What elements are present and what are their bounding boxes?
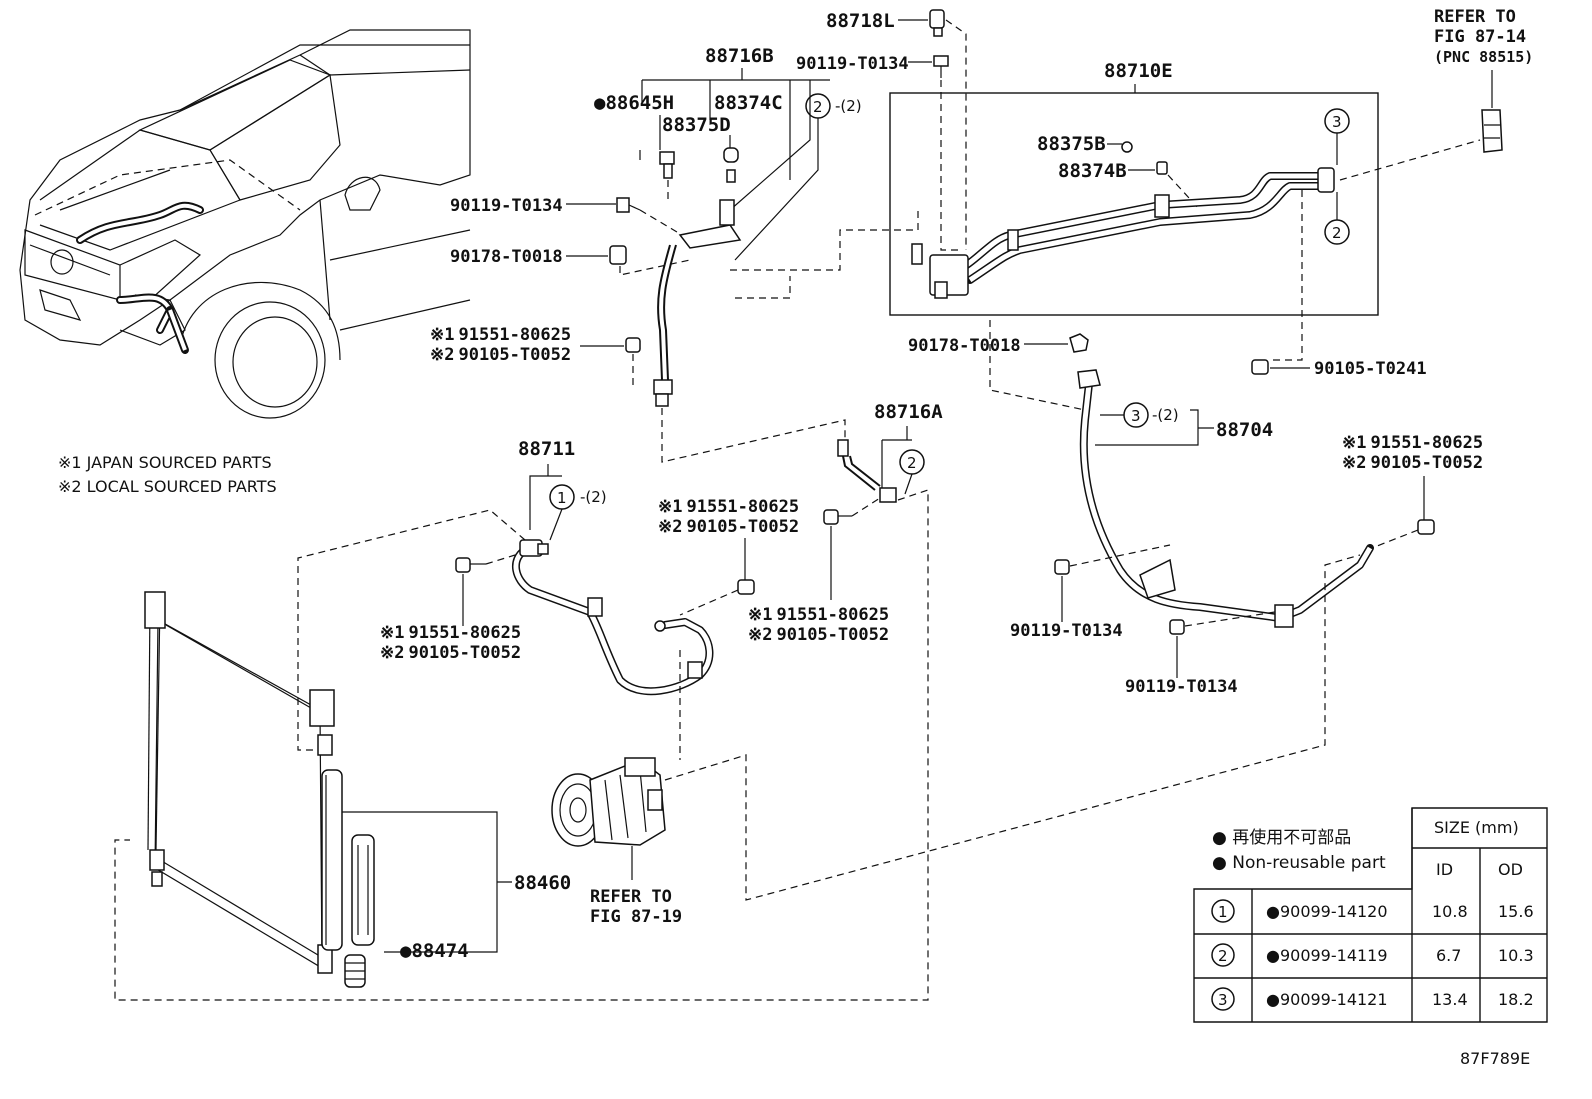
nut-90178-left — [609, 245, 627, 265]
label-88375B: 88375B — [1037, 133, 1106, 155]
label-88718L: 88718L — [826, 10, 895, 32]
assembly-box-88710E — [889, 92, 1379, 316]
label-88716B: 88716B — [705, 45, 774, 67]
qty-2-top: -(2) — [835, 97, 862, 115]
condenser-88460 — [144, 591, 343, 974]
table-od-2: 10.3 — [1498, 946, 1534, 965]
refer-top-2: FIG 87-14 — [1434, 27, 1526, 47]
suction-hose-88704 — [1077, 369, 1374, 628]
qty-1: -(2) — [580, 488, 607, 506]
table-header-size: SIZE (mm) — [1434, 818, 1519, 837]
legend-jp: ● 再使用不可部品 — [1212, 827, 1351, 848]
table-id-1: 10.8 — [1432, 902, 1468, 921]
bolt-sub-d — [1417, 519, 1435, 535]
label-90178-mid: 90178-T0018 — [908, 336, 1021, 356]
legend-en: ● Non-reusable part — [1212, 853, 1386, 873]
table-ref-2: 2 — [1218, 947, 1228, 965]
callout-2-box: 2 — [1332, 224, 1342, 242]
note-local: ※2 LOCAL SOURCED PARTS — [58, 477, 277, 496]
note-japan: ※1 JAPAN SOURCED PARTS — [58, 453, 272, 472]
bolt-sub-e — [455, 557, 486, 573]
hose-88711 — [512, 539, 714, 696]
label-90178-left: 90178-T0018 — [450, 247, 563, 267]
label-88716A: 88716A — [874, 401, 943, 423]
fitting-refer-87-14 — [1481, 109, 1503, 153]
label-90119-b2: 90119-T0134 — [1125, 677, 1238, 697]
label-88375D: 88375D — [662, 114, 731, 136]
table-ref-1: 1 — [1218, 903, 1228, 921]
table-col-id: ID — [1436, 860, 1453, 879]
callout-2-top: 2 — [813, 98, 823, 116]
bolt-sub-b — [737, 579, 755, 595]
bolt-90105-T0241 — [1251, 359, 1269, 375]
label-88374B: 88374B — [1058, 160, 1127, 182]
compressor-refer-87-19 — [551, 757, 666, 847]
callout-2-a: 2 — [907, 454, 917, 472]
label-90119-left: 90119-T0134 — [450, 196, 563, 216]
hose-88716A — [837, 439, 897, 503]
cap-88374C — [723, 147, 739, 183]
refer-top-1: REFER TO — [1434, 7, 1516, 27]
label-88710E: 88710E — [1104, 60, 1173, 82]
figure-code: 87F789E — [1460, 1049, 1530, 1068]
table-id-3: 13.4 — [1432, 990, 1468, 1009]
pressure-switch-88645H — [659, 151, 675, 200]
bolt-sub-c — [823, 509, 852, 525]
table-part-3: ●90099-14121 — [1266, 990, 1388, 1009]
label-90119-b1: 90119-T0134 — [1010, 621, 1123, 641]
label-88374C: 88374C — [714, 92, 783, 114]
table-part-2: ●90099-14119 — [1266, 946, 1388, 965]
callout-3-box: 3 — [1332, 113, 1342, 131]
vehicle-illustration — [19, 29, 471, 419]
liquid-pipe-88710E — [911, 167, 1335, 299]
label-90119-top: 90119-T0134 — [796, 54, 909, 74]
table-od-3: 18.2 — [1498, 990, 1534, 1009]
label-88645H: ●88645H — [594, 92, 674, 114]
label-88474: ●88474 — [400, 940, 469, 962]
table-part-1: ●90099-14120 — [1266, 902, 1388, 921]
refer-comp-1: REFER TO — [590, 887, 672, 907]
discharge-hose-88716B — [653, 199, 742, 407]
table-id-2: 6.7 — [1436, 946, 1461, 965]
callout-3-mid: 3 — [1131, 407, 1141, 425]
oring-size-table: SIZE (mm) ID OD 1 ●90099-14120 10.8 15.6… — [1193, 807, 1548, 1023]
label-88704: 88704 — [1216, 419, 1273, 441]
qty-3-mid: -(2) — [1152, 406, 1179, 424]
bolt-90119-left — [616, 197, 641, 213]
sensor-88718L — [929, 9, 945, 37]
refer-comp-2: FIG 87-19 — [590, 907, 682, 927]
refer-top-3: (PNC 88515) — [1434, 48, 1533, 66]
label-88711: 88711 — [518, 438, 575, 460]
bolt-90119-top — [933, 55, 949, 78]
desiccant-88474 — [344, 834, 375, 988]
table-ref-3: 3 — [1218, 991, 1228, 1009]
label-88460: 88460 — [514, 872, 571, 894]
bolt-90119-b1 — [1054, 544, 1171, 575]
table-col-od: OD — [1498, 860, 1523, 879]
table-od-1: 15.6 — [1498, 902, 1534, 921]
nut-90178-mid — [1069, 333, 1089, 353]
bolt-sub-a — [625, 337, 641, 385]
callout-1: 1 — [557, 489, 567, 507]
label-90105-T0241: 90105-T0241 — [1314, 359, 1427, 379]
bolt-90119-b2 — [1169, 611, 1276, 635]
